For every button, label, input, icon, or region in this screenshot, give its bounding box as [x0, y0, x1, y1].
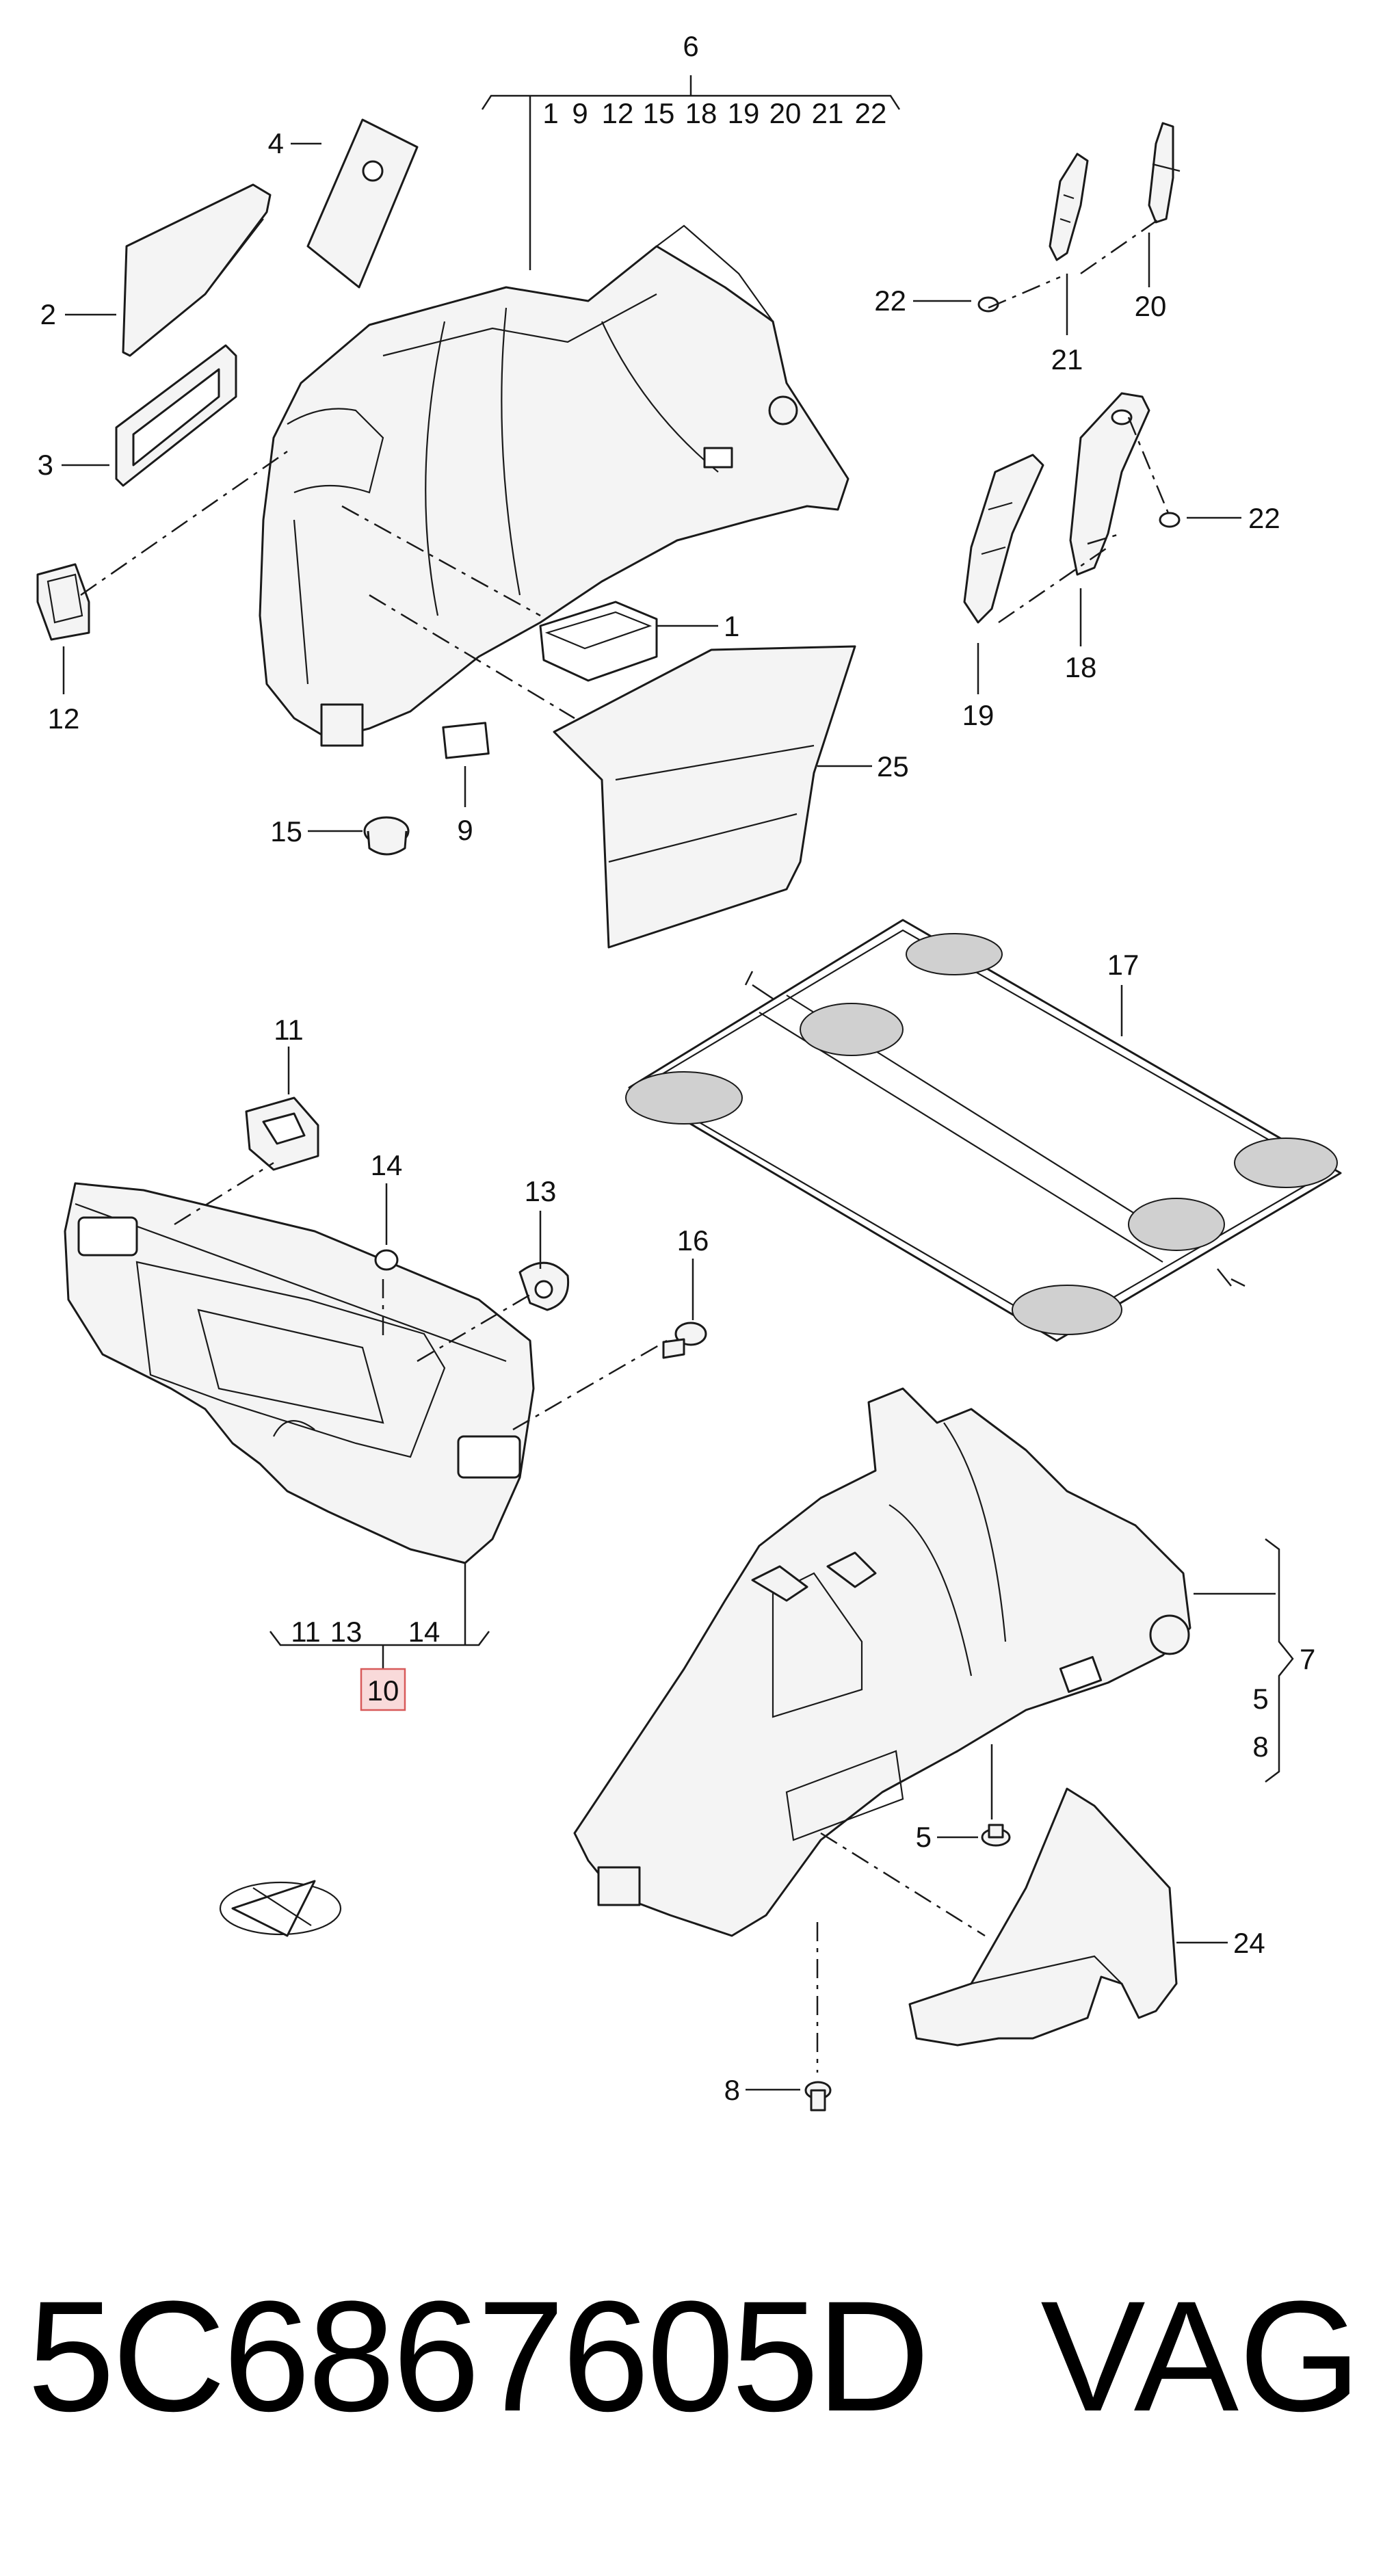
callout-16: 16 [677, 1224, 709, 1257]
callout-3: 3 [38, 449, 53, 481]
clip-part [518, 1261, 570, 1311]
callout-4: 4 [268, 127, 284, 159]
rear-panel-trim-part [64, 1182, 535, 1564]
callout-6: 6 [683, 30, 698, 62]
callout-8: 8 [724, 2074, 740, 2106]
callout-13: 13 [525, 1175, 557, 1207]
callout-2: 2 [40, 298, 56, 330]
clip-cover-part [36, 563, 90, 641]
callout-24: 24 [1233, 1927, 1265, 1959]
callout-15: 15 [270, 815, 302, 847]
group6-item-6: 19 [728, 97, 760, 129]
group6-item-8: 21 [812, 97, 844, 129]
callout-22-lower: 22 [1248, 502, 1280, 534]
storage-box-part [539, 601, 658, 682]
group6-item-3: 12 [602, 97, 634, 129]
screw-part [662, 1322, 707, 1359]
group6-item-4: 15 [643, 97, 675, 129]
brand-emblem [219, 1880, 342, 1937]
callout-20: 20 [1135, 290, 1167, 322]
group6-item-9: 22 [855, 97, 887, 129]
group6-item-7: 20 [769, 97, 802, 129]
callout-21: 21 [1051, 343, 1083, 376]
callout-5: 5 [916, 1821, 932, 1853]
fastener-8-part [804, 2081, 832, 2112]
highlight-box-10 [360, 1668, 406, 1711]
group10-item-3: 14 [408, 1616, 440, 1648]
frame-part [115, 344, 237, 487]
callout-18: 18 [1065, 651, 1097, 683]
washer-part [374, 1249, 399, 1271]
pad-part [306, 118, 419, 289]
upper-brackets [977, 122, 1181, 313]
label-part [442, 722, 490, 759]
group7-item-1: 5 [1252, 1683, 1268, 1715]
cargo-net-part [625, 919, 1342, 1342]
right-side-trim-part [573, 1387, 1191, 1937]
callout-labels: 6 1 9 12 15 18 19 20 21 22 4 2 3 12 1 25… [38, 30, 1316, 2106]
callout-9: 9 [457, 814, 473, 846]
callout-14: 14 [371, 1149, 403, 1181]
group6-item-2: 9 [572, 97, 588, 129]
lower-brackets [963, 392, 1181, 624]
callout-19: 19 [962, 699, 995, 731]
footer: 5C6867605D VAG [27, 2278, 1368, 2442]
callout-22-upper: 22 [874, 285, 906, 317]
gasket-part [245, 1096, 319, 1171]
fastener-5-part [981, 1824, 1011, 1847]
callout-1: 1 [724, 610, 739, 642]
lower-trim-block-part [908, 1787, 1178, 2047]
assembly-lines [80, 218, 1171, 2073]
part-number-text: 5C6867605D [27, 2268, 930, 2444]
callout-10: 10 [367, 1674, 399, 1707]
cover-panel-part [122, 183, 272, 357]
brand-text: VAG [1040, 2268, 1361, 2444]
callout-7: 7 [1300, 1643, 1315, 1675]
group6-item-1: 1 [542, 97, 558, 129]
leader-lines [62, 75, 1294, 2091]
cap-part [363, 816, 410, 856]
group6-item-5: 18 [685, 97, 717, 129]
callout-17: 17 [1107, 949, 1140, 981]
lower-trim-flap-part [553, 645, 856, 949]
callout-12: 12 [48, 702, 80, 735]
group10-item-2: 13 [330, 1616, 363, 1648]
group7-item-2: 8 [1252, 1731, 1268, 1763]
callout-11: 11 [274, 1014, 304, 1046]
left-side-trim-panel [259, 224, 849, 747]
callout-25: 25 [877, 750, 909, 783]
group10-item-1: 11 [291, 1616, 321, 1648]
